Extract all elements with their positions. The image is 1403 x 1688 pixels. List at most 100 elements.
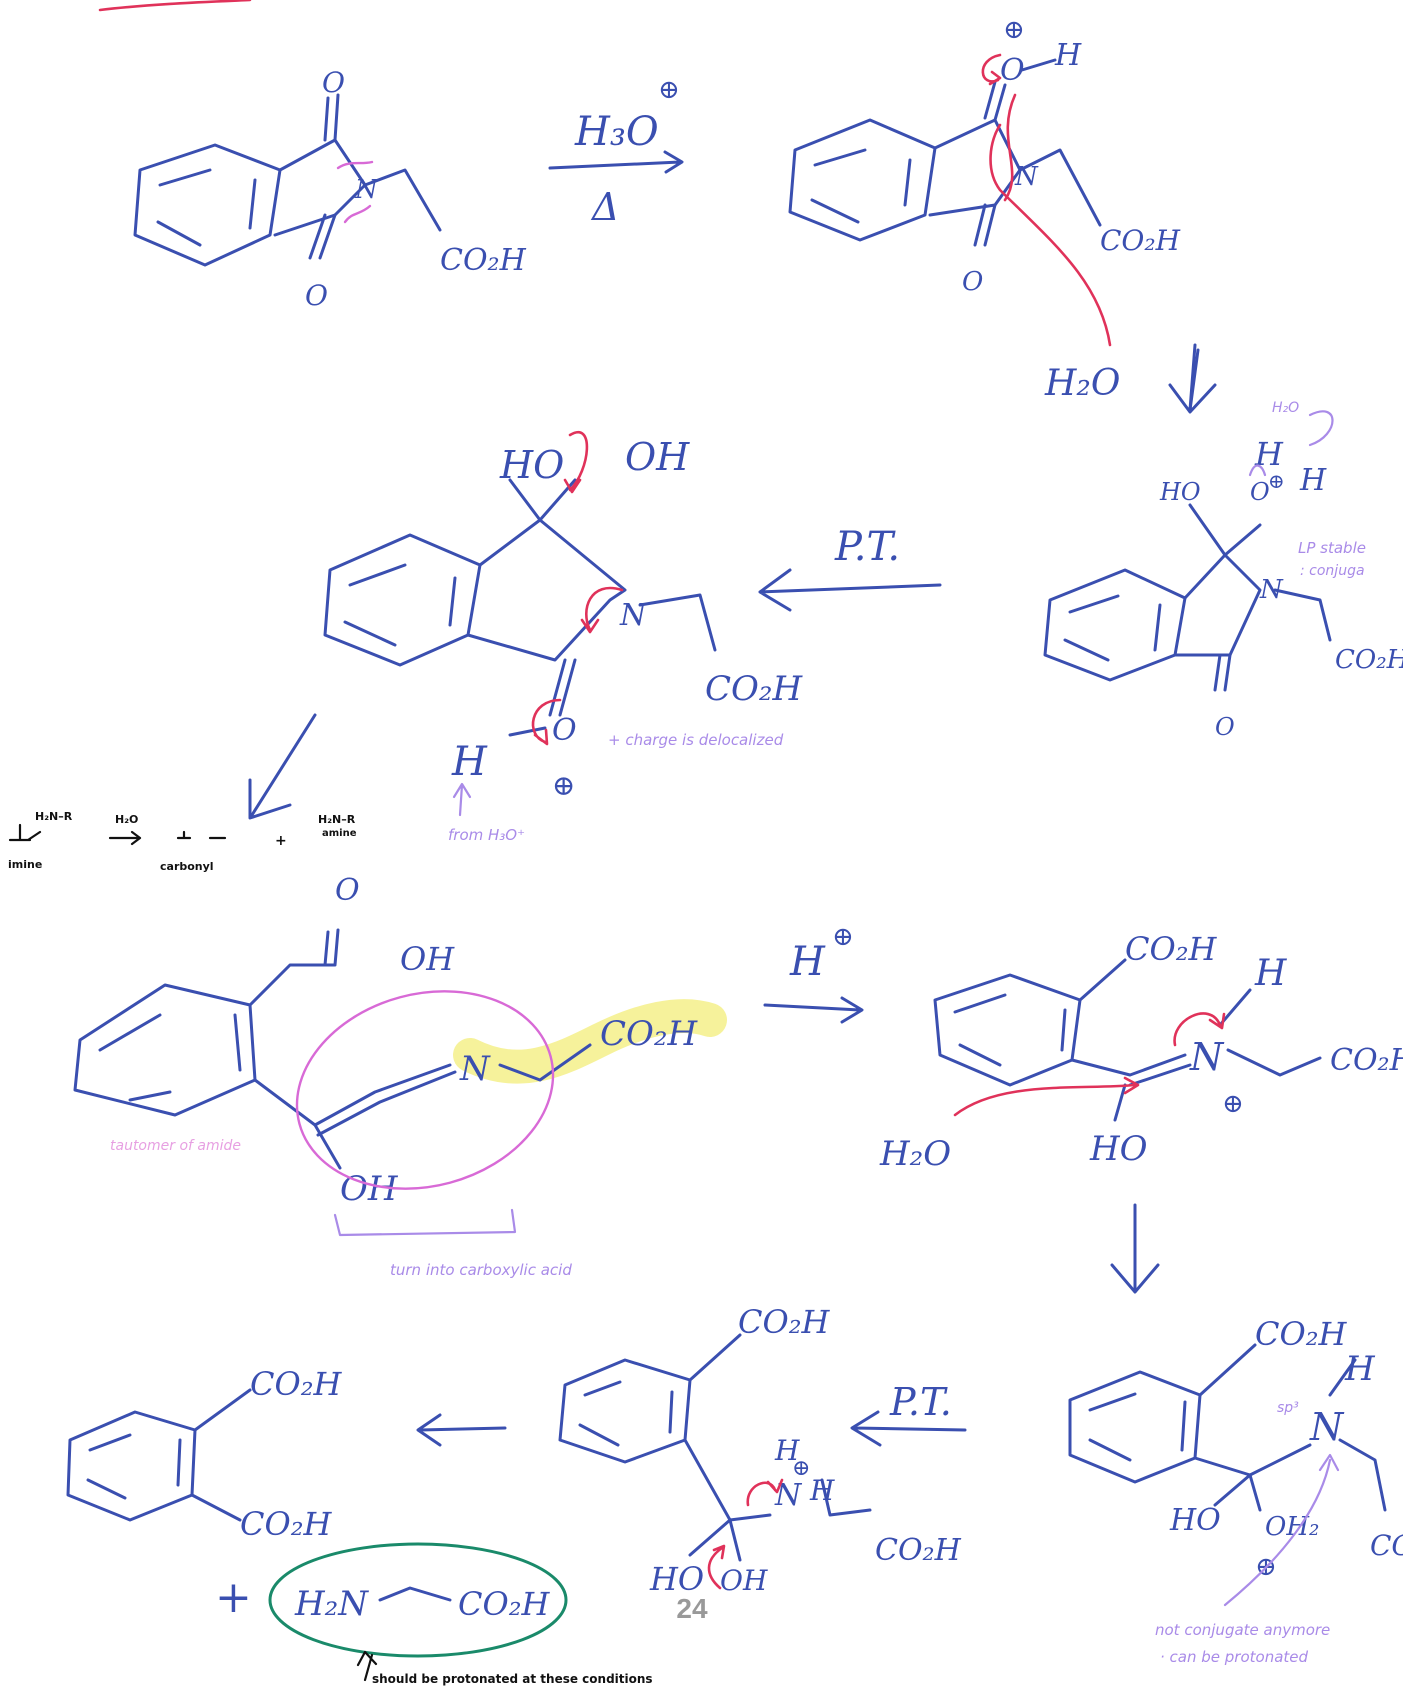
reaction-arrow-h-plus: H ⊕ <box>763 922 864 1024</box>
label-h: H <box>1254 435 1284 473</box>
note-can-be-protonated: · can be protonated <box>1160 1648 1309 1666</box>
label-h2o: H₂O <box>1044 363 1120 404</box>
reaction-arrow-acid-heat: H₃O ⊕ Δ <box>548 75 684 229</box>
page-number: 24 <box>676 1593 708 1624</box>
label-co2h: CO₂H <box>1100 224 1181 257</box>
label-o: O <box>1250 478 1270 506</box>
arrow-down-2 <box>1110 1203 1160 1294</box>
highlight-n-ch2-co2h <box>453 999 727 1084</box>
label-h: H <box>1254 953 1287 994</box>
molecule-carbinolamine: CO₂H H N HO OH₂ ⊕ CO₂H sp³ not conjugate… <box>1068 1315 1403 1666</box>
label-ho: HO <box>1089 1129 1148 1169</box>
label-co2h: CO₂H <box>600 1014 699 1054</box>
label-co2h: CO₂H <box>875 1533 962 1568</box>
note-imine: imine <box>8 858 42 871</box>
note-sp3: sp³ <box>1277 1400 1299 1416</box>
arrow-down-left <box>248 713 317 820</box>
label-ho: HO <box>1169 1503 1221 1538</box>
label-co2h: CO₂H <box>1370 1529 1403 1562</box>
label-plus: ⊕ <box>1268 469 1285 493</box>
molecule-diol-protonated: HO OH N CO₂H H O ⊕ from H₃O⁺ + charge is… <box>323 431 804 844</box>
label-co2h: CO₂H <box>440 243 527 278</box>
label-plus: ⊕ <box>1222 1089 1244 1119</box>
label-n: N <box>354 175 379 205</box>
reaction-arrow-pt-1: P.T. <box>758 524 942 612</box>
label-pt: P.T. <box>889 1380 952 1424</box>
label-co2h: CO₂H <box>250 1365 343 1403</box>
note-plus: + <box>275 833 287 849</box>
label-h2n: H₂N <box>294 1584 369 1624</box>
label-co2h: CO₂H <box>240 1505 333 1543</box>
header-underline <box>98 0 252 12</box>
label-h: H <box>1344 1349 1376 1389</box>
molecule-tetrahedral-intermediate: HO H O ⊕ H N CO₂H O H₂O LP stable : conj… <box>1043 400 1403 741</box>
label-plus: ⊕ <box>832 922 854 952</box>
label-o: O <box>322 66 345 99</box>
note-h2n-r: H₂N–R <box>318 813 356 826</box>
label-co2h: CO₂H <box>738 1303 831 1341</box>
label-plus: + <box>215 1572 252 1623</box>
note-charge-delocalized: + charge is delocalized <box>608 731 784 749</box>
molecule-glycine: + H₂N CO₂H should be protonated at these… <box>215 1542 653 1686</box>
label-ho: HO <box>649 1560 704 1598</box>
label-oh: OH <box>400 940 455 978</box>
molecule-start-phthalimide: O O N CO₂H <box>133 66 527 312</box>
label-h: H <box>451 739 488 785</box>
molecule-imidic-acid-tautomer: O OH N CO₂H OH turn into carboxylic acid… <box>73 873 699 1279</box>
circle-imidic-acid <box>295 990 555 1190</box>
label-plus: ⊕ <box>552 769 575 802</box>
note-h2o: H₂O <box>1272 400 1299 416</box>
note-turn-into-acid: turn into carboxylic acid <box>390 1261 572 1279</box>
label-pt: P.T. <box>834 524 900 570</box>
label-h: H <box>1054 38 1082 73</box>
molecule-protonated-amine: CO₂H H ⊕ N H CO₂H HO OH <box>558 1303 962 1598</box>
label-h: H <box>1299 463 1327 498</box>
label-n: N <box>459 1049 491 1089</box>
label-o: O <box>305 279 328 312</box>
label-o: O <box>335 873 360 908</box>
label-ho: HO <box>499 443 564 487</box>
note-carbonyl: carbonyl <box>160 860 214 873</box>
label-oh: OH <box>625 435 690 479</box>
note-not-conjugate: not conjugate anymore <box>1155 1621 1330 1639</box>
note-conjugated: : conjuga <box>1300 563 1365 579</box>
label-o: O <box>962 267 983 297</box>
label-co2h: CO₂H <box>1255 1315 1348 1353</box>
molecule-iminium: CO₂H H N ⊕ CO₂H HO H₂O <box>879 930 1403 1174</box>
note-amine: amine <box>322 828 357 839</box>
label-plus: ⊕ <box>1003 15 1025 45</box>
label-n: N <box>619 598 648 633</box>
label-delta: Δ <box>590 185 619 229</box>
note-lp-stable: LP stable <box>1298 539 1366 557</box>
label-oh: OH <box>720 1564 768 1597</box>
note-imine-hydrolysis: H₂N–R H₂O H₂N–R amine imine carbonyl + <box>8 810 357 873</box>
label-o: O <box>1000 53 1025 88</box>
label-h2o: H₂O <box>879 1134 951 1174</box>
label-h3o: H₃O <box>574 109 659 155</box>
reaction-arrow-pt-2: P.T. <box>850 1380 967 1447</box>
label-n: N <box>1309 1405 1345 1449</box>
label-co2h: CO₂H <box>1335 645 1403 675</box>
label-n: N <box>774 1478 803 1513</box>
label-o: O <box>1215 713 1235 741</box>
note-from-h3o: from H₃O⁺ <box>448 826 525 844</box>
arrow-down <box>1168 343 1217 414</box>
label-co2h: CO₂H <box>705 669 804 709</box>
note-h2o-black: H₂O <box>115 813 138 826</box>
arrow-left-products <box>416 1413 507 1447</box>
label-h: H <box>774 1434 800 1467</box>
label-n: N <box>1259 575 1284 605</box>
label-h: H <box>809 1474 835 1507</box>
molecule-phthalic-acid: CO₂H CO₂H <box>66 1365 343 1543</box>
label-h: H <box>789 939 826 985</box>
note-should-be-protonated: should be protonated at these conditions <box>372 1672 653 1686</box>
label-co2h: CO₂H <box>458 1585 551 1623</box>
label-plus: ⊕ <box>658 75 680 105</box>
label-co2h: CO₂H <box>1125 930 1218 968</box>
label-n: N <box>1189 1035 1225 1079</box>
note-n-r: H₂N–R <box>35 810 73 823</box>
label-o: O <box>552 713 577 748</box>
note-tautomer: tautomer of amide <box>110 1138 241 1154</box>
label-ho: HO <box>1159 478 1201 506</box>
